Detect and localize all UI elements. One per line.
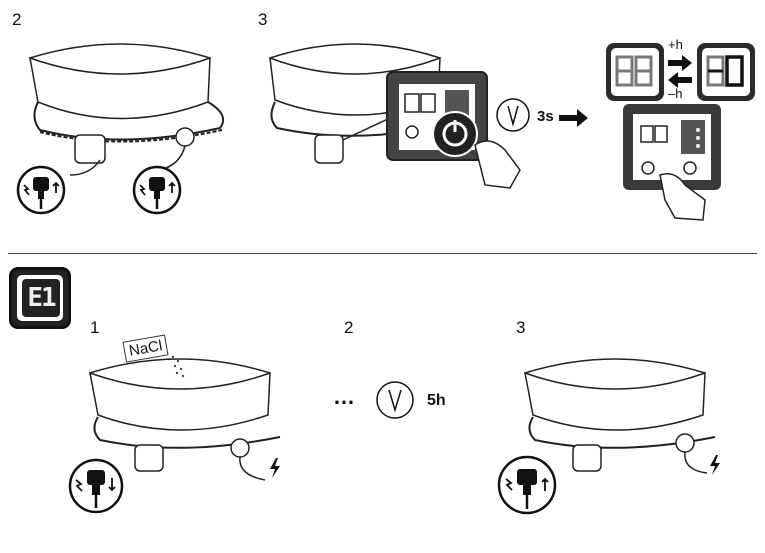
- power-plug-icon: [497, 455, 557, 515]
- arrow-right-icon: [559, 109, 588, 127]
- control-panel: [623, 104, 721, 190]
- pointing-hand-icon: [474, 140, 521, 189]
- step-number-1: 1: [90, 318, 100, 337]
- minus-hours-label: –h: [668, 86, 683, 101]
- step-number-3: 3: [258, 10, 268, 29]
- timer-icon: [376, 381, 414, 419]
- lightning-icon: [710, 455, 720, 475]
- error-display-frame: E1: [17, 275, 63, 321]
- display-hours-b: [697, 43, 755, 101]
- arrow-right-icon: [668, 55, 692, 71]
- tub-illustration: [524, 358, 716, 474]
- timer-icon: [496, 98, 530, 132]
- tub-illustration: [89, 358, 281, 481]
- ellipsis: …: [333, 384, 355, 409]
- pointing-hand-icon: [659, 173, 706, 221]
- power-plug-icon: [16, 165, 66, 215]
- unplug-icon: [68, 458, 124, 514]
- lightning-icon: [270, 458, 280, 478]
- step-number-2: 2: [12, 10, 22, 29]
- duration-label: 3s: [537, 108, 554, 125]
- step-number-3: 3: [516, 318, 526, 337]
- power-plug-icon: [132, 165, 182, 215]
- error-display: E1: [9, 267, 71, 329]
- error-code: E1: [22, 279, 60, 317]
- step-number-2: 2: [344, 318, 354, 337]
- plus-hours-label: +h: [668, 37, 683, 52]
- section-divider: [8, 253, 757, 254]
- salt-sprinkle: [171, 355, 185, 378]
- display-hours-a: [606, 43, 664, 101]
- arrow-left-icon: [668, 72, 692, 88]
- tub-illustration: [29, 43, 224, 176]
- control-panel: [386, 71, 488, 161]
- wait-duration-label: 5h: [427, 392, 446, 409]
